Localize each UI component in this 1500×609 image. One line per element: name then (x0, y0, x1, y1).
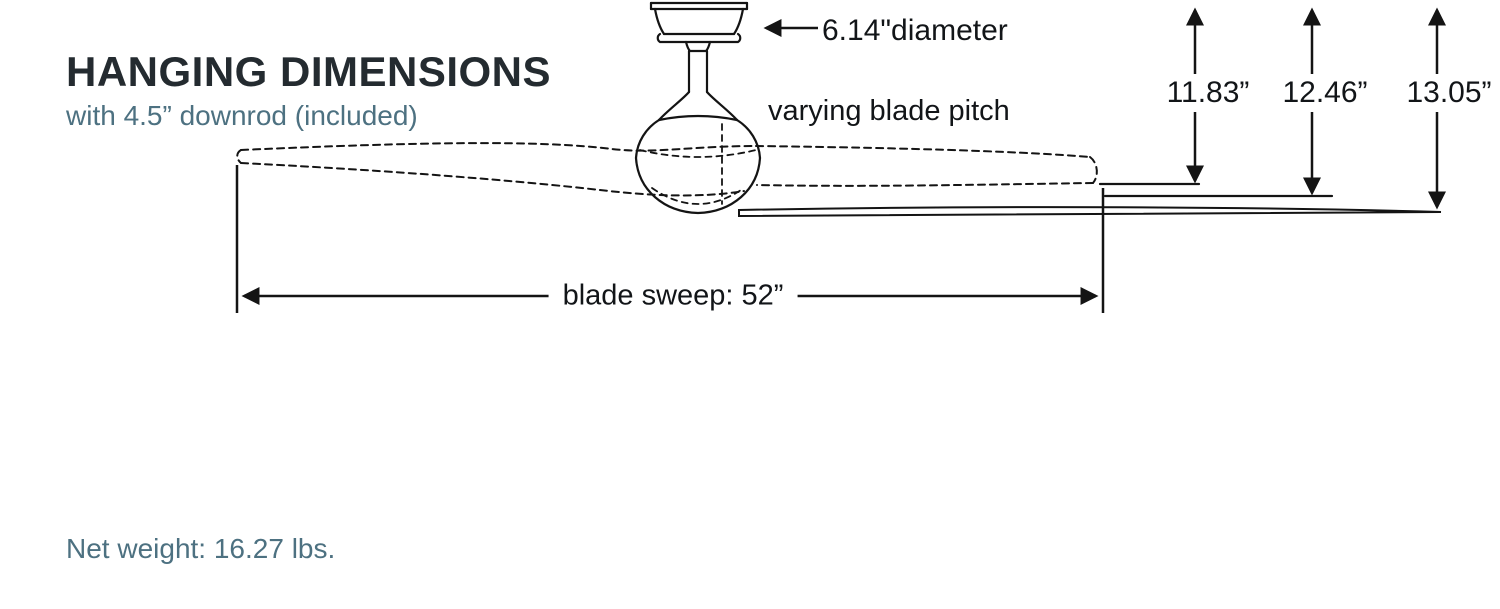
height-dimension-label-3: 13.05” (1401, 74, 1497, 112)
page-title: HANGING DIMENSIONS (66, 48, 552, 95)
page-subtitle: with 4.5” downrod (included) (66, 100, 418, 131)
blade-pitch-label: varying blade pitch (768, 95, 1010, 127)
diameter-label: 6.14"diameter (822, 14, 1008, 47)
fan-motor-drawing (634, 90, 762, 215)
height-dimension-label-1: 11.83” (1161, 74, 1255, 112)
fan-edge-blade-drawing (738, 206, 1442, 218)
net-weight-label: Net weight: 16.27 lbs. (66, 533, 336, 564)
fan-blades-drawing (236, 142, 1098, 197)
height-dimension-label-2: 12.46” (1277, 74, 1373, 112)
fan-downrod-drawing (687, 49, 709, 94)
blade-sweep-label: blade sweep: 52” (548, 277, 798, 315)
dimension-reference-lines (1098, 182, 1334, 198)
fan-canopy-drawing (649, 1, 749, 53)
